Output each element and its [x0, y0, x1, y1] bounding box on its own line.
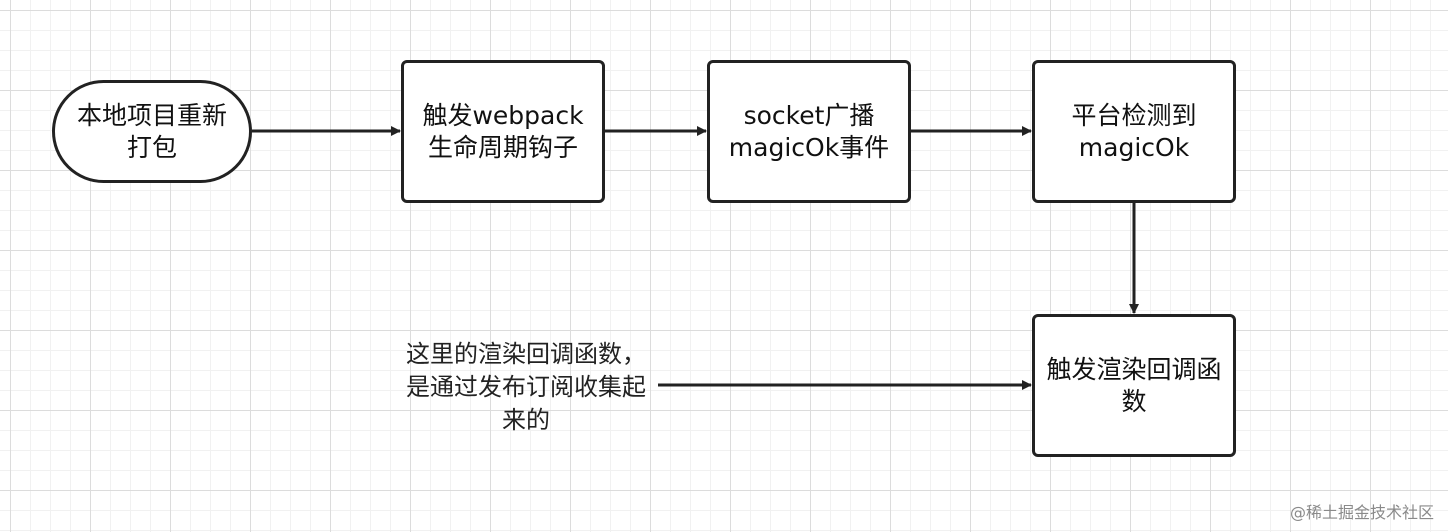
- start-node-label: 本地项目重新打包: [76, 100, 227, 162]
- process-node-socket-broadcast: socket广播magicOk事件: [707, 60, 911, 203]
- annotation-text: 这里的渲染回调函数，是通过发布订阅收集起来的: [406, 340, 646, 434]
- process-node-label: socket广播magicOk事件: [728, 100, 890, 162]
- process-node-render-callback: 触发渲染回调函数: [1032, 314, 1236, 457]
- process-node-label: 触发webpack生命周期钩子: [422, 100, 584, 162]
- watermark-text: @稀土掘金技术社区: [1289, 503, 1434, 522]
- start-node-repack: 本地项目重新打包: [52, 80, 252, 183]
- process-node-label: 平台检测到magicOk: [1071, 100, 1197, 162]
- process-node-webpack-hook: 触发webpack生命周期钩子: [401, 60, 605, 203]
- process-node-label: 触发渲染回调函数: [1046, 354, 1222, 416]
- process-node-platform-detect: 平台检测到magicOk: [1032, 60, 1236, 203]
